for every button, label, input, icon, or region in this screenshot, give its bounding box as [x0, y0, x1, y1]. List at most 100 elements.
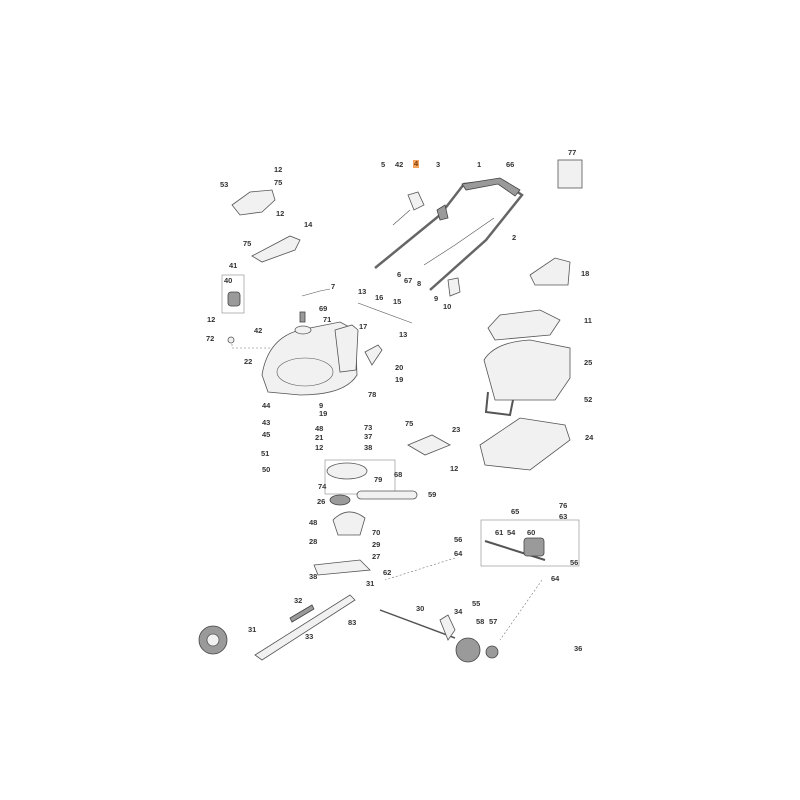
callout-36: 36: [574, 644, 583, 653]
callout-12: 12: [274, 165, 283, 174]
callout-60: 60: [527, 528, 536, 537]
callout-19: 19: [395, 375, 404, 384]
callout-73: 73: [364, 423, 373, 432]
callout-24: 24: [585, 433, 594, 442]
callout-32: 32: [294, 596, 303, 605]
callout-20: 20: [395, 363, 404, 372]
callout-22: 22: [244, 357, 253, 366]
callout-40: 40: [224, 276, 233, 285]
callout-59: 59: [428, 490, 437, 499]
callout-2: 2: [512, 233, 517, 242]
callout-21: 21: [315, 433, 324, 442]
callout-56: 56: [570, 558, 579, 567]
callout-6: 6: [397, 270, 402, 279]
callout-16: 16: [375, 293, 384, 302]
part-7-spring: [301, 288, 331, 297]
callout-58: 58: [476, 617, 485, 626]
callout-5: 5: [381, 160, 386, 169]
callout-11: 11: [584, 316, 592, 325]
part-41-assembly-box: [221, 274, 245, 314]
callout-71: 71: [323, 315, 332, 324]
callout-51: 51: [261, 449, 270, 458]
callout-7: 7: [331, 282, 336, 291]
callout-27: 27: [372, 552, 381, 561]
part-18-flap: [529, 257, 571, 286]
part-10-knob: [447, 277, 461, 297]
callout-74: 74: [318, 482, 327, 491]
callout-54: 54: [507, 528, 516, 537]
callout-38: 38: [309, 572, 318, 581]
part-3-clip: [436, 204, 449, 221]
callout-34: 34: [454, 607, 463, 616]
callout-4-highlighted[interactable]: 4: [413, 159, 420, 168]
callout-75: 75: [274, 178, 283, 187]
callout-75: 75: [243, 239, 252, 248]
callout-76: 76: [559, 501, 568, 510]
callout-64: 64: [454, 549, 463, 558]
callout-29: 29: [372, 540, 381, 549]
callout-8: 8: [417, 279, 422, 288]
part-14-bracket: [251, 235, 301, 263]
part-53-cover: [231, 189, 276, 216]
part-23-plate: [407, 434, 451, 456]
callout-31: 31: [366, 579, 375, 588]
callout-12: 12: [315, 443, 324, 452]
part-20-plate: [364, 344, 383, 366]
callout-25: 25: [584, 358, 593, 367]
callout-62: 62: [383, 568, 392, 577]
part-60-gearbox: [523, 537, 545, 557]
callout-52: 52: [584, 395, 593, 404]
part-34-bracket: [439, 614, 456, 641]
callout-53: 53: [220, 180, 229, 189]
callout-64: 64: [551, 574, 560, 583]
callout-12: 12: [207, 315, 216, 324]
part-11-top-cover: [487, 309, 561, 341]
part-58-wheel-gear: [455, 637, 481, 663]
callout-10: 10: [443, 302, 452, 311]
part-60-gearbox-shaft: [484, 540, 546, 561]
part-25-grass-bag: [483, 339, 571, 401]
callout-69: 69: [319, 304, 328, 313]
part-69-bolt: [299, 311, 306, 323]
part-67-cable: [423, 217, 495, 266]
callout-15: 15: [393, 297, 402, 306]
part-68-disc: [326, 462, 368, 480]
callout-56: 56: [454, 535, 463, 544]
part-66-grip: [461, 177, 521, 197]
callout-37: 37: [364, 432, 373, 441]
callout-65: 65: [511, 507, 520, 516]
callout-70: 70: [372, 528, 381, 537]
callout-77: 77: [568, 148, 577, 157]
part-32-spring: [289, 604, 315, 623]
callout-17: 17: [359, 322, 368, 331]
callout-14: 14: [304, 220, 313, 229]
callout-28: 28: [309, 537, 318, 546]
callout-78: 78: [368, 390, 377, 399]
part-49-motor-housing: [332, 511, 366, 536]
part-26-pulley: [329, 494, 351, 506]
callout-26: 26: [317, 497, 326, 506]
callout-68: 68: [394, 470, 403, 479]
callout-48: 48: [315, 424, 324, 433]
callout-57: 57: [489, 617, 498, 626]
callout-50: 50: [262, 465, 271, 474]
callout-38: 38: [364, 443, 373, 452]
part-57-pinion: [485, 645, 499, 659]
callout-3: 3: [436, 160, 441, 169]
callout-41: 41: [229, 261, 238, 270]
callout-67: 67: [404, 276, 413, 285]
callout-9: 9: [434, 294, 439, 303]
callout-12: 12: [450, 464, 459, 473]
part-16-rod: [357, 302, 413, 324]
part-77-label: [557, 159, 583, 189]
callout-42: 42: [395, 160, 404, 169]
callout-79: 79: [374, 475, 383, 484]
part-72-washer: [227, 336, 235, 344]
part-40-knob: [227, 291, 241, 307]
part-24-bag-base: [479, 417, 571, 471]
part-4-lever: [407, 191, 425, 211]
part-71-ring: [294, 325, 312, 335]
callout-75: 75: [405, 419, 414, 428]
